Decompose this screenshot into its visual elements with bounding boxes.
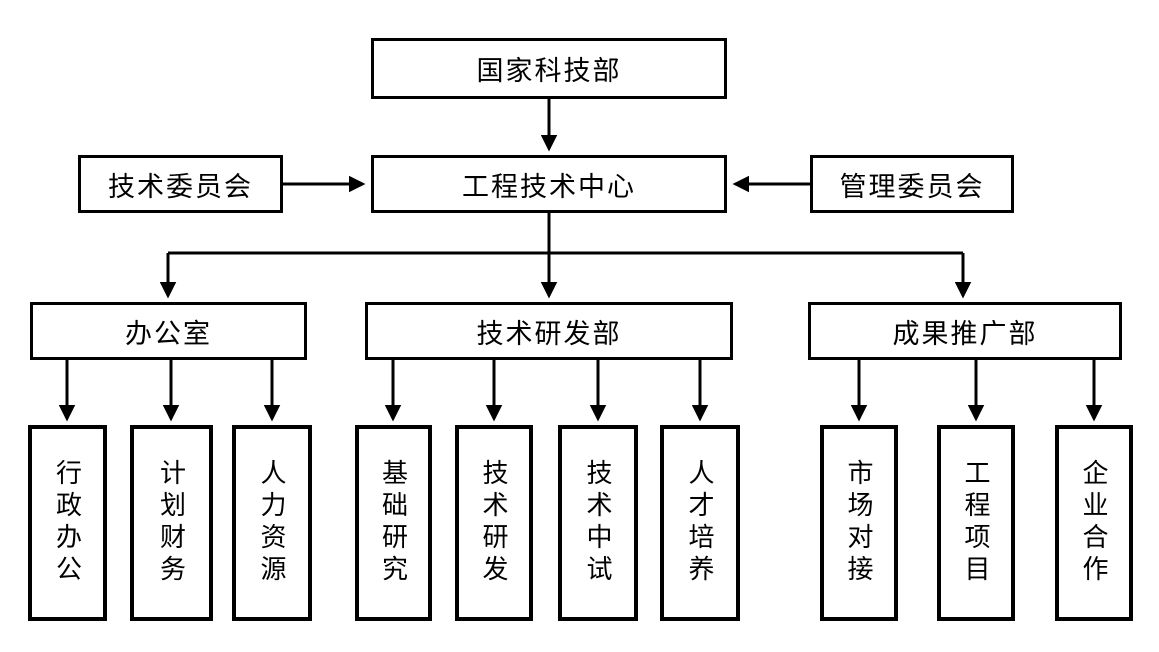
box-label: 行政办公 [52, 459, 83, 587]
box-label: 技术研发部 [476, 318, 622, 349]
sub-box-basic-research: 基础研究 [355, 425, 432, 621]
sub-box-talent-training: 人才培养 [660, 425, 740, 621]
sub-box-engineering-projects: 工程项目 [937, 425, 1015, 621]
box-label: 人才培养 [685, 459, 715, 587]
sub-box-enterprise-cooperation: 企业合作 [1055, 425, 1133, 621]
sub-box-human-resources: 人力资源 [232, 425, 312, 621]
sub-box-planning-finance: 计划财务 [130, 425, 213, 621]
box-management-committee: 管理委员会 [810, 155, 1014, 213]
box-national-science-ministry: 国家科技部 [371, 38, 727, 99]
sub-box-pilot-test: 技术中试 [558, 425, 638, 621]
box-label: 办公室 [125, 318, 212, 349]
box-label: 市场对接 [844, 459, 874, 587]
box-label: 基础研究 [378, 459, 409, 587]
sub-box-admin-office: 行政办公 [28, 425, 107, 621]
box-label: 管理委员会 [839, 171, 985, 202]
dept-box-office: 办公室 [30, 302, 307, 360]
sub-box-market-matching: 市场对接 [820, 425, 898, 621]
box-label: 企业合作 [1079, 459, 1109, 587]
dept-box-tech-rnd: 技术研发部 [365, 302, 733, 360]
box-label: 成果推广部 [892, 318, 1038, 349]
box-label: 技术中试 [583, 459, 613, 587]
box-label: 工程技术中心 [462, 171, 636, 202]
box-label: 技术委员会 [108, 171, 253, 202]
box-label: 技术研发 [479, 459, 509, 587]
box-technical-committee: 技术委员会 [78, 155, 283, 213]
box-label: 工程项目 [961, 459, 991, 587]
box-label: 国家科技部 [476, 56, 622, 86]
box-label: 计划财务 [156, 459, 187, 587]
box-engineering-tech-center: 工程技术中心 [371, 155, 727, 213]
dept-box-achievement-promotion: 成果推广部 [808, 302, 1122, 360]
sub-box-tech-rnd: 技术研发 [455, 425, 533, 621]
box-label: 人力资源 [257, 459, 287, 587]
